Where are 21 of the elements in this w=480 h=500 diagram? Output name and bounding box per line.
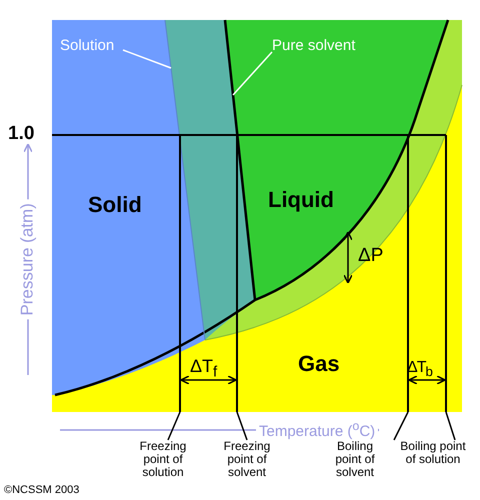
copyright-note: ©NCSSM 2003 xyxy=(4,484,80,496)
callout-label: Solution xyxy=(60,38,122,54)
axis-label: Temperature ($^{o}$C) xyxy=(256,420,378,440)
leader-line xyxy=(445,412,456,440)
dimension-label: ΔT$_{f}$ xyxy=(190,357,218,382)
callout-label: Boiling point of solution xyxy=(398,440,468,466)
leader-line xyxy=(167,412,181,440)
region-label: Solid xyxy=(88,193,142,218)
tick-label: 1.0 xyxy=(8,124,34,145)
region-label: Liquid xyxy=(268,188,334,212)
callout-label: Pure solvent xyxy=(272,38,382,54)
leader-line xyxy=(236,412,248,440)
leader-line xyxy=(122,49,172,69)
dimension-label: ΔP xyxy=(358,246,384,267)
axis-label: Pressure (atm) xyxy=(18,199,38,320)
callout-label: Freezing point of solvent xyxy=(216,440,278,480)
callout-label: Freezing point of solution xyxy=(128,440,198,480)
callout-label: Boiling point of solvent xyxy=(324,440,386,480)
leader-line xyxy=(393,412,409,440)
region-label: Gas xyxy=(298,352,340,376)
leader-line xyxy=(232,52,273,96)
